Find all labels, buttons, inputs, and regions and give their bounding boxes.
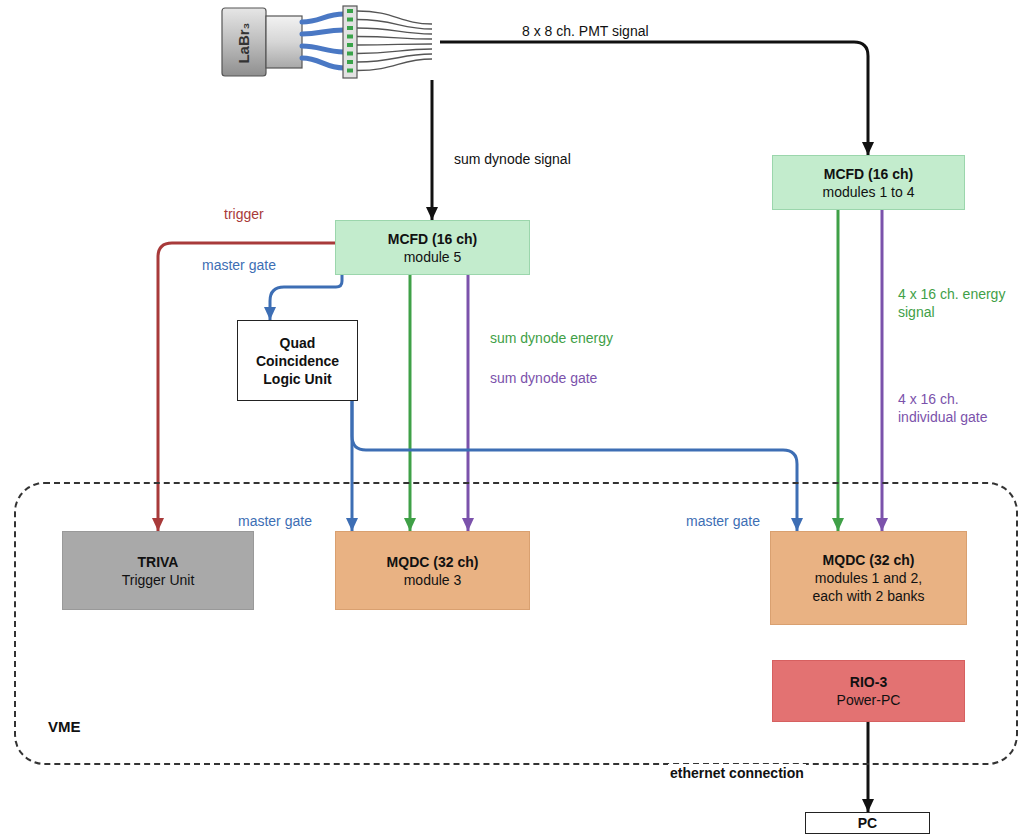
pmt-cables xyxy=(302,14,344,68)
cfd-module: MCFD (16 ch)module 5 xyxy=(335,220,530,275)
crystal-housing xyxy=(222,8,266,76)
connector-pin xyxy=(347,43,353,47)
signal-wire xyxy=(357,20,432,30)
signal-label: ethernet connection xyxy=(668,764,806,782)
signal-wires xyxy=(357,11,432,71)
signal-wire xyxy=(357,49,432,54)
connector-block xyxy=(343,6,357,78)
detector-label: LaBr₃ xyxy=(235,22,253,63)
signal-arrow xyxy=(867,722,870,812)
signal-label: sum dynode gate xyxy=(488,369,599,387)
detector: LaBr₃ xyxy=(222,2,440,80)
logic-unit: Quad Coincidence Logic Unit xyxy=(237,320,358,401)
pmt-housing xyxy=(266,16,302,68)
connector-pin xyxy=(347,18,353,22)
signal-label: sum dynode energy xyxy=(488,329,615,347)
signal-arrow xyxy=(467,275,470,531)
box-subtitle: Trigger Unit xyxy=(122,571,195,589)
signal-arrow xyxy=(431,80,434,220)
signal-arrow xyxy=(270,275,342,320)
connector-pin xyxy=(347,26,353,30)
box-title: TRIVA xyxy=(138,553,179,571)
connector-pins xyxy=(347,9,353,73)
signal-label: sum dynode signal xyxy=(452,150,573,168)
box-title: MCFD (16 ch) xyxy=(824,165,913,183)
pc-box: PC xyxy=(805,812,930,834)
box-title: PC xyxy=(858,814,877,832)
signal-wire xyxy=(357,44,432,45)
signal-label: trigger xyxy=(222,205,266,223)
box-subtitle: modules 1 and 2, each with 2 banks xyxy=(801,569,936,605)
box-subtitle: Power-PC xyxy=(837,691,901,709)
vme-crate: VMETRIVATrigger UnitMQDC (32 ch)module 3… xyxy=(14,482,1018,765)
qdc-module: MQDC (32 ch)module 3 xyxy=(335,531,530,610)
signal-arrow xyxy=(440,42,868,155)
cpu-board: RIO-3Power-PC xyxy=(772,660,965,722)
box-subtitle: modules 1 to 4 xyxy=(823,183,915,201)
crate-label: VME xyxy=(48,718,81,736)
signal-arrow xyxy=(409,275,412,531)
signal-wire xyxy=(357,11,432,24)
box-title: RIO-3 xyxy=(850,673,887,691)
signal-label: 4 x 16 ch. energy signal xyxy=(896,285,1018,321)
box-title: MQDC (32 ch) xyxy=(387,553,479,571)
signal-wire xyxy=(357,59,432,71)
connector-pin xyxy=(347,9,353,13)
box-title: Quad Coincidence Logic Unit xyxy=(245,334,350,388)
box-title: MQDC (32 ch) xyxy=(823,551,915,569)
qdc-module: MQDC (32 ch)modules 1 and 2, each with 2… xyxy=(770,531,967,625)
box-title: MCFD (16 ch) xyxy=(388,230,477,248)
box-subtitle: module 3 xyxy=(404,571,462,589)
signal-arrow xyxy=(352,401,797,531)
connector-pin xyxy=(347,60,353,64)
connector-pin xyxy=(347,69,353,73)
signal-label: master gate xyxy=(684,512,762,530)
signal-wire xyxy=(357,37,432,40)
signal-label: master gate xyxy=(200,256,278,274)
box-subtitle: module 5 xyxy=(404,248,462,266)
connector-pin xyxy=(347,52,353,56)
signal-wire xyxy=(357,28,432,34)
signal-wire xyxy=(357,54,432,62)
connector-pin xyxy=(347,35,353,39)
cfd-module: MCFD (16 ch)modules 1 to 4 xyxy=(772,155,965,210)
signal-label: 8 x 8 ch. PMT signal xyxy=(520,22,651,40)
trigger-unit: TRIVATrigger Unit xyxy=(62,531,254,610)
signal-label: 4 x 16 ch. individual gate xyxy=(896,390,1018,426)
signal-label: master gate xyxy=(236,512,314,530)
